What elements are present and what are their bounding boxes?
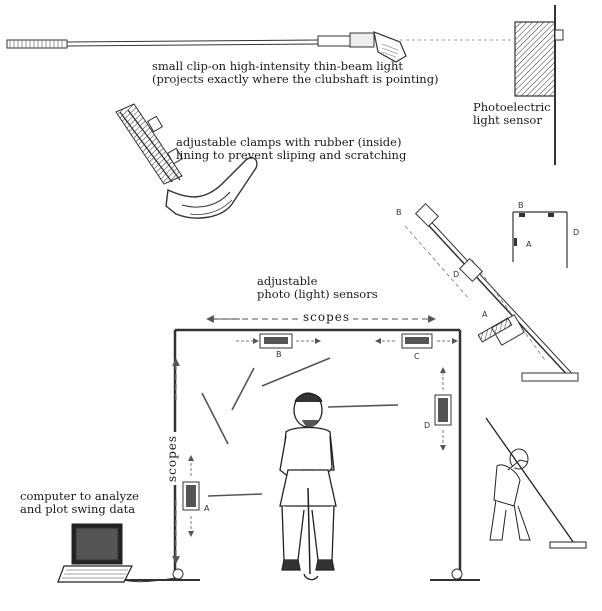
computer-label-line2: and plot swing data: [20, 502, 136, 517]
sensor-label-line1: Photoelectric: [473, 100, 551, 114]
photo-sensors-label: adjustable photo (light) sensors: [257, 274, 378, 302]
club-shaft: [66, 39, 321, 43]
light-housing: [349, 32, 375, 48]
light-label-line2: (projects exactly where the clubshaft is…: [152, 72, 439, 87]
photo-sensors-label-line1: adjustable: [257, 274, 318, 288]
photoelectric-sensor: [514, 5, 564, 165]
clamps-label-line2: lining to prevent sliping and scratching: [176, 148, 407, 163]
inset-frame: [512, 211, 568, 268]
scopes-top-label: scopes: [300, 310, 354, 325]
side-view-swing: [404, 202, 579, 382]
light-label: small clip-on high-intensity thin-beam l…: [152, 59, 439, 87]
light-label-line1: small clip-on high-intensity thin-beam l…: [152, 59, 404, 73]
light-clip: [317, 35, 351, 47]
golfer-front: [279, 392, 337, 581]
computer-label-line1: computer to analyze: [20, 489, 139, 503]
light-beams: [201, 357, 399, 497]
scopes-side-label: scopes: [165, 431, 180, 485]
letter-side-a: A: [482, 310, 488, 319]
photo-sensors-label-line2: photo (light) sensors: [257, 287, 378, 302]
letter-frame-d: D: [424, 421, 431, 430]
golf-club-with-light: [6, 31, 512, 63]
letter-inset-a: A: [526, 240, 532, 249]
frame-sensors: [182, 333, 458, 537]
golfer-side: [485, 417, 587, 549]
clamps-label: adjustable clamps with rubber (inside) l…: [176, 135, 407, 163]
letter-side-d: D: [453, 270, 460, 279]
letter-inset-b: B: [518, 201, 524, 210]
letter-frame-a: A: [204, 504, 210, 513]
laptop-computer: [57, 523, 177, 583]
letter-frame-b: B: [276, 350, 282, 359]
sensor-label-line2: light sensor: [473, 113, 542, 128]
club-head-with-clamps: [115, 103, 258, 219]
sensor-frame: [124, 315, 480, 581]
letter-side-b: B: [396, 208, 402, 217]
club-grip: [6, 39, 68, 49]
letter-frame-c: C: [414, 352, 420, 361]
clamps-label-line1: adjustable clamps with rubber (inside): [176, 135, 402, 149]
sensor-label: Photoelectric light sensor: [473, 100, 551, 128]
computer-label: computer to analyze and plot swing data: [20, 489, 139, 517]
letter-inset-d: D: [573, 228, 580, 237]
